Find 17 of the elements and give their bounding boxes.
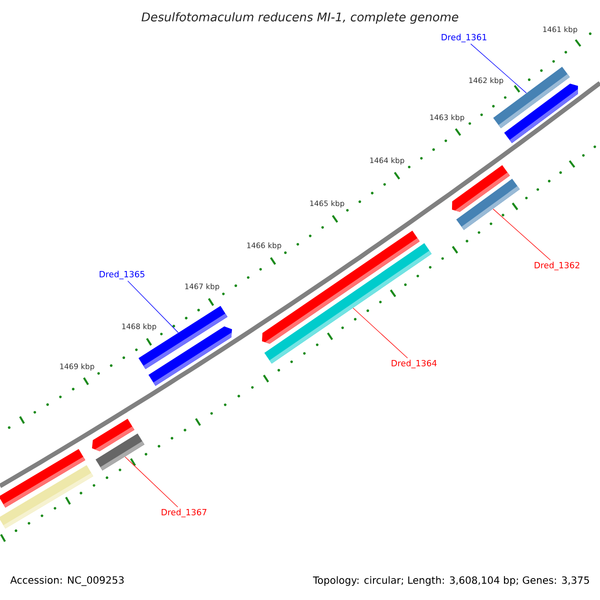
gene-label: Dred_1365 [100,270,144,280]
gene-bar [96,434,144,471]
gene-bar [456,178,520,230]
gene-bar [0,465,94,529]
leader-line [492,208,551,260]
leader-line [352,308,408,358]
leader-line [470,44,527,94]
gene-label: Dred_1361 [442,34,486,42]
gene-label: Dred_1367 [162,508,206,518]
title: Desulfotomaculum reducens MI-1, complete genome [142,12,458,24]
footer-text: Topology: circular; Length: 3,608,104 bp; Genes: 3,375 [312,576,589,586]
gene-label: Dred_1362 [534,262,580,270]
gene-bar [504,84,578,144]
leader-line [124,456,178,508]
leader-line [127,280,179,333]
gene-label: Dred_1364 [392,360,437,368]
footer-text: Accession: NC_009253 [10,576,124,586]
